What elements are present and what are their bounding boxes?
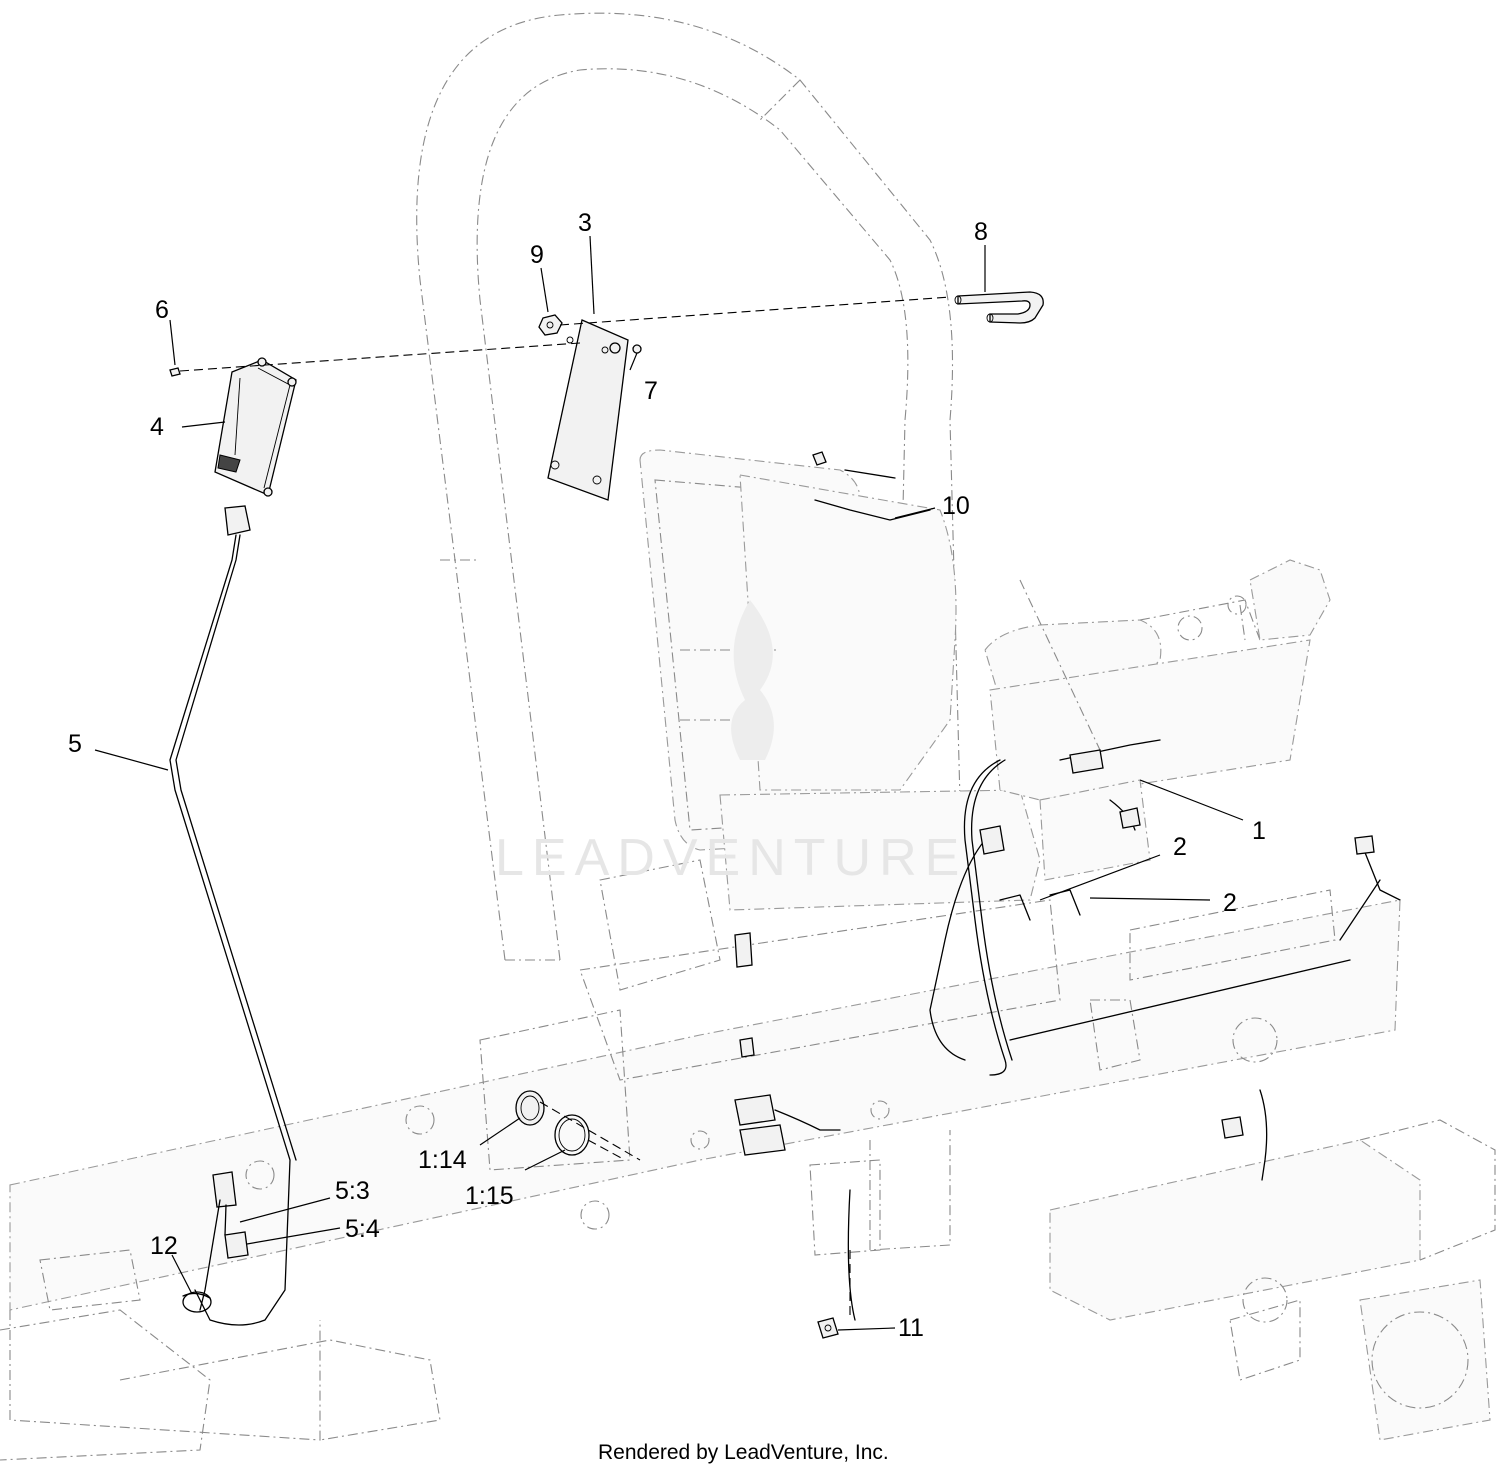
bolt-part-7 [632, 344, 642, 354]
grommet-part-1-14 [515, 1090, 545, 1126]
callout-9: 9 [530, 241, 544, 269]
clamp-part-11 [817, 1317, 839, 1339]
assembly-lines [179, 296, 951, 1320]
connector-cluster [734, 932, 841, 1156]
leader-lines [94, 235, 1244, 1331]
rollbar-phantom [416, 12, 961, 961]
callout-labels: 3 9 8 6 7 4 10 5 1 2 2 1:14 1:15 5:3 5:4… [68, 209, 1266, 1342]
harness-part-5 [169, 505, 297, 1326]
callout-4: 4 [150, 413, 164, 441]
callout-12: 12 [150, 1232, 178, 1260]
watermark-text: LEADVENTURE [495, 829, 967, 887]
callout-5-4: 5:4 [345, 1215, 380, 1243]
o-ring-part-1-15 [554, 1114, 590, 1156]
callout-2-upper: 2 [1173, 833, 1187, 861]
nut-part-9 [538, 314, 563, 336]
console-harness-part-1 [929, 739, 1401, 1181]
controller-module-part-4 [214, 357, 297, 497]
cable-tie-part-10 [812, 451, 931, 521]
frame-phantom [0, 859, 1496, 1461]
callout-5: 5 [68, 730, 82, 758]
callout-6: 6 [155, 296, 169, 324]
rollbar-upright [809, 1130, 951, 1321]
bolt-part-6 [169, 367, 181, 377]
callout-10: 10 [942, 492, 970, 520]
rendered-by-footer: Rendered by LeadVenture, Inc. [598, 1441, 889, 1464]
callout-1-15: 1:15 [465, 1182, 514, 1210]
callout-1: 1 [1252, 817, 1266, 845]
callout-11: 11 [898, 1314, 924, 1342]
callout-8: 8 [974, 218, 988, 246]
tie-part-12 [182, 1292, 211, 1299]
callout-2-lower: 2 [1223, 889, 1237, 917]
callout-7: 7 [644, 377, 658, 405]
console-phantom [984, 559, 1331, 881]
callout-3: 3 [578, 209, 592, 237]
u-bolt-part-8 [954, 291, 1044, 324]
bracket-part-3 [547, 319, 629, 501]
callout-1-14: 1:14 [418, 1146, 467, 1174]
watermark: LEADVENTURE [495, 600, 967, 887]
callout-5-3: 5:3 [335, 1177, 370, 1205]
